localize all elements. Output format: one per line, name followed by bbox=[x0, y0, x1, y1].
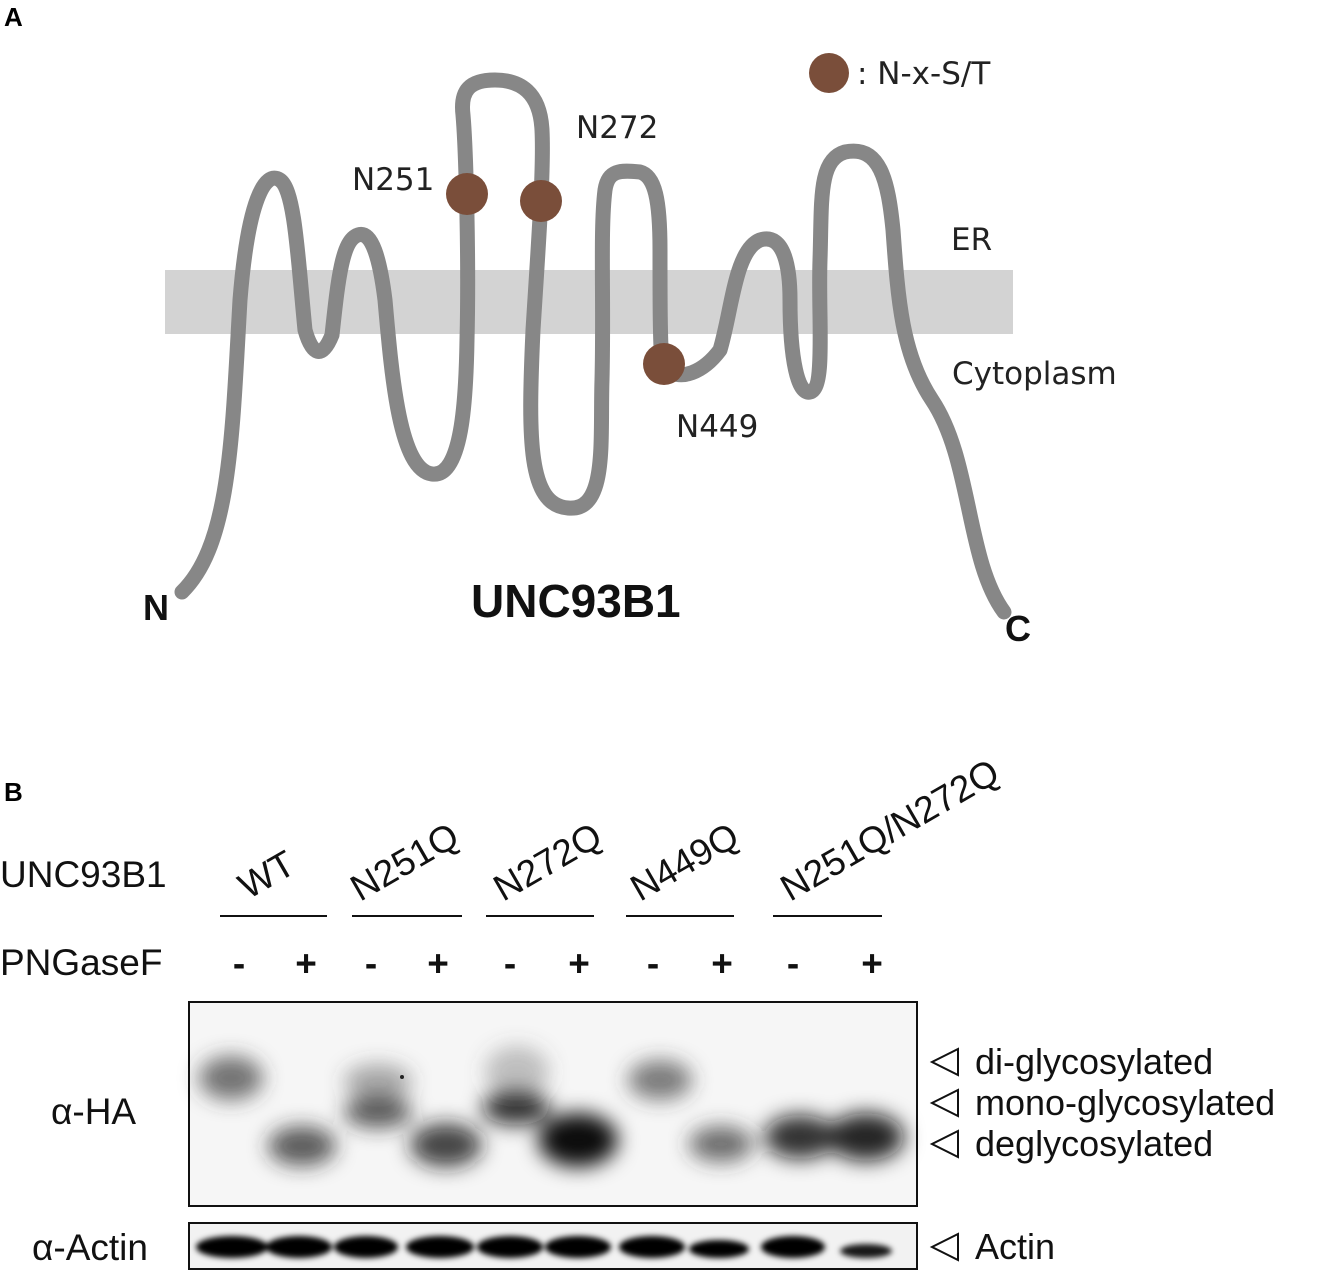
band-label-deglyco: deglycosylated bbox=[975, 1123, 1213, 1164]
ha-blot bbox=[188, 1001, 918, 1207]
site-label-n251: N251 bbox=[352, 162, 434, 198]
arrowhead-icon bbox=[929, 1129, 959, 1159]
treatment-symbol: + bbox=[427, 943, 449, 984]
construct-label-n272q: N272Q bbox=[487, 815, 609, 909]
site-n272-dot bbox=[520, 180, 562, 222]
antibody-label-actin: α-Actin bbox=[32, 1227, 148, 1268]
treatment-symbol: - bbox=[787, 943, 799, 984]
n-terminus-label: N bbox=[143, 587, 169, 628]
construct-label-n251q-n272q: N251Q/N272Q bbox=[774, 751, 1006, 909]
site-n449-dot bbox=[643, 343, 685, 385]
protein-chain bbox=[174, 72, 1012, 620]
legend-site-dot bbox=[809, 53, 849, 93]
panel-b-letter: B bbox=[4, 777, 23, 807]
antibody-label-ha: α-HA bbox=[51, 1091, 136, 1132]
arrowhead-icon bbox=[929, 1047, 959, 1077]
treatment-symbol: + bbox=[861, 943, 883, 984]
band-label-mono: mono-glycosylated bbox=[975, 1082, 1275, 1123]
treatment-symbol: - bbox=[233, 943, 245, 984]
protein-name: UNC93B1 bbox=[471, 575, 681, 627]
treatment-symbol: - bbox=[365, 943, 377, 984]
panel-a: A : N-x-S/T N251 N272 N449 ER Cytoplasm … bbox=[4, 2, 1117, 649]
site-label-n449: N449 bbox=[676, 409, 758, 445]
site-label-n272: N272 bbox=[576, 110, 658, 146]
panel-b: B UNC93B1 PNGaseF WT N251Q N272Q N449Q N… bbox=[0, 751, 1275, 1270]
treatment-symbol: + bbox=[711, 943, 733, 984]
arrowhead-icon bbox=[929, 1088, 959, 1118]
compartment-er: ER bbox=[951, 222, 992, 258]
arrowhead-icon bbox=[929, 1232, 959, 1262]
compartment-cytoplasm: Cytoplasm bbox=[952, 356, 1117, 392]
treatment-symbol: - bbox=[504, 943, 516, 984]
row-label-unc93b1: UNC93B1 bbox=[0, 854, 167, 895]
c-terminus-label: C bbox=[1005, 608, 1031, 649]
panel-a-letter: A bbox=[4, 2, 23, 32]
treatment-symbol: + bbox=[568, 943, 590, 984]
legend-label: : N-x-S/T bbox=[857, 56, 991, 92]
construct-label-wt: WT bbox=[232, 843, 302, 907]
er-membrane bbox=[165, 270, 1013, 334]
actin-blot bbox=[188, 1222, 918, 1270]
band-label-actin: Actin bbox=[975, 1226, 1055, 1267]
treatment-symbol: - bbox=[647, 943, 659, 984]
construct-label-n251q: N251Q bbox=[344, 815, 466, 909]
band-label-di: di-glycosylated bbox=[975, 1041, 1213, 1082]
treatment-symbol: + bbox=[295, 943, 317, 984]
band-markers bbox=[929, 1047, 959, 1262]
site-n251-dot bbox=[446, 173, 488, 215]
construct-label-n449q: N449Q bbox=[624, 815, 746, 909]
row-label-pngasef: PNGaseF bbox=[0, 942, 162, 983]
